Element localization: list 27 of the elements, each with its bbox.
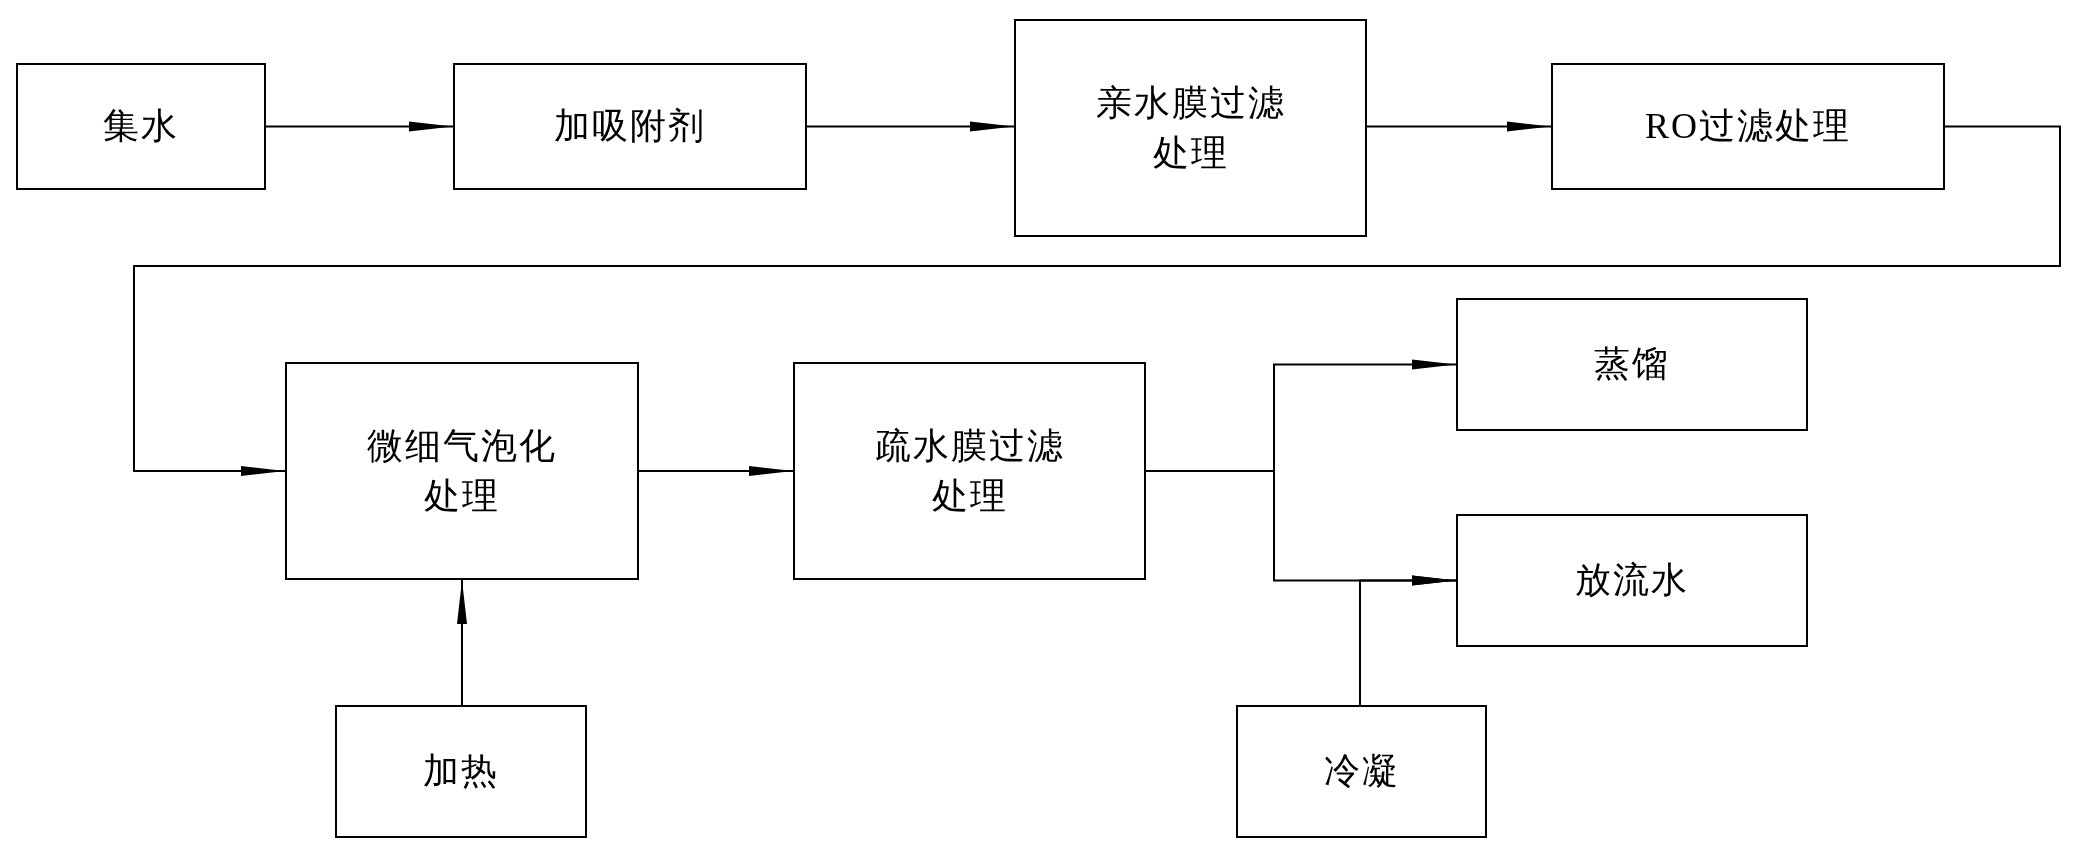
process-box [335, 705, 587, 838]
box-label: 蒸馏 [1594, 343, 1670, 387]
box-label: 微细气泡化处理 [366, 424, 558, 518]
arrow [638, 466, 794, 476]
box-label: 冷凝 [1323, 750, 1400, 794]
arrow [806, 121, 1015, 132]
process-box [1551, 63, 1945, 190]
arrow [457, 579, 467, 706]
arrow [1359, 575, 1457, 706]
process-box [1456, 298, 1808, 431]
process-box [285, 362, 639, 580]
arrow [265, 121, 454, 132]
process-box [1014, 19, 1367, 237]
box-label: 加热 [423, 750, 499, 794]
process-box [793, 362, 1146, 580]
process-box [16, 63, 266, 190]
box-label: 疏水膜过滤处理 [873, 424, 1066, 518]
arrow [1366, 121, 1552, 132]
process-box [453, 63, 807, 190]
arrow [133, 125, 2061, 476]
process-box [1456, 514, 1808, 647]
box-label: 放流水 [1575, 559, 1689, 603]
box-label: 集水 [103, 105, 179, 149]
box-label: 亲水膜过滤处理 [1094, 81, 1287, 175]
process-box [1236, 705, 1487, 838]
box-label: RO过滤处理 [1645, 105, 1851, 149]
box-label: 加吸附剂 [554, 105, 706, 149]
